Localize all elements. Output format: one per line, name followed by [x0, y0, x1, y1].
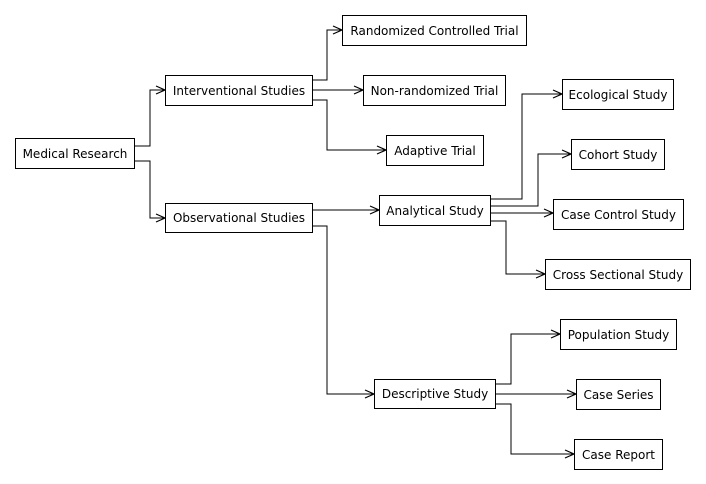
- edge-analytical-ecological: [491, 93, 562, 200]
- node-non-randomized-trial: Non-randomized Trial: [363, 75, 506, 106]
- edge-analytical-cohort: [491, 153, 571, 207]
- node-interventional-studies: Interventional Studies: [165, 75, 313, 106]
- edge-analytical-crosssectional: [491, 220, 545, 275]
- node-observational-studies: Observational Studies: [165, 203, 313, 233]
- node-cross-sectional-study: Cross Sectional Study: [545, 259, 691, 290]
- node-cohort-study: Cohort Study: [571, 139, 665, 170]
- node-randomized-controlled-trial: Randomized Controlled Trial: [342, 15, 527, 46]
- node-descriptive-study: Descriptive Study: [374, 379, 496, 409]
- node-case-series: Case Series: [576, 379, 661, 410]
- node-case-report: Case Report: [574, 439, 663, 470]
- node-population-study: Population Study: [560, 319, 677, 350]
- edge-root-observational: [135, 160, 165, 219]
- node-analytical-study: Analytical Study: [379, 195, 491, 226]
- edge-interventional-adaptive: [313, 99, 386, 151]
- edge-root-interventional: [135, 89, 165, 147]
- node-case-control-study: Case Control Study: [553, 199, 684, 230]
- node-medical-research: Medical Research: [15, 138, 135, 169]
- edge-descriptive-population: [496, 333, 560, 385]
- edge-observational-descriptive: [313, 225, 374, 395]
- edge-interventional-rct: [313, 29, 342, 81]
- node-ecological-study: Ecological Study: [562, 79, 674, 110]
- node-adaptive-trial: Adaptive Trial: [386, 135, 484, 166]
- edge-descriptive-report: [496, 403, 574, 455]
